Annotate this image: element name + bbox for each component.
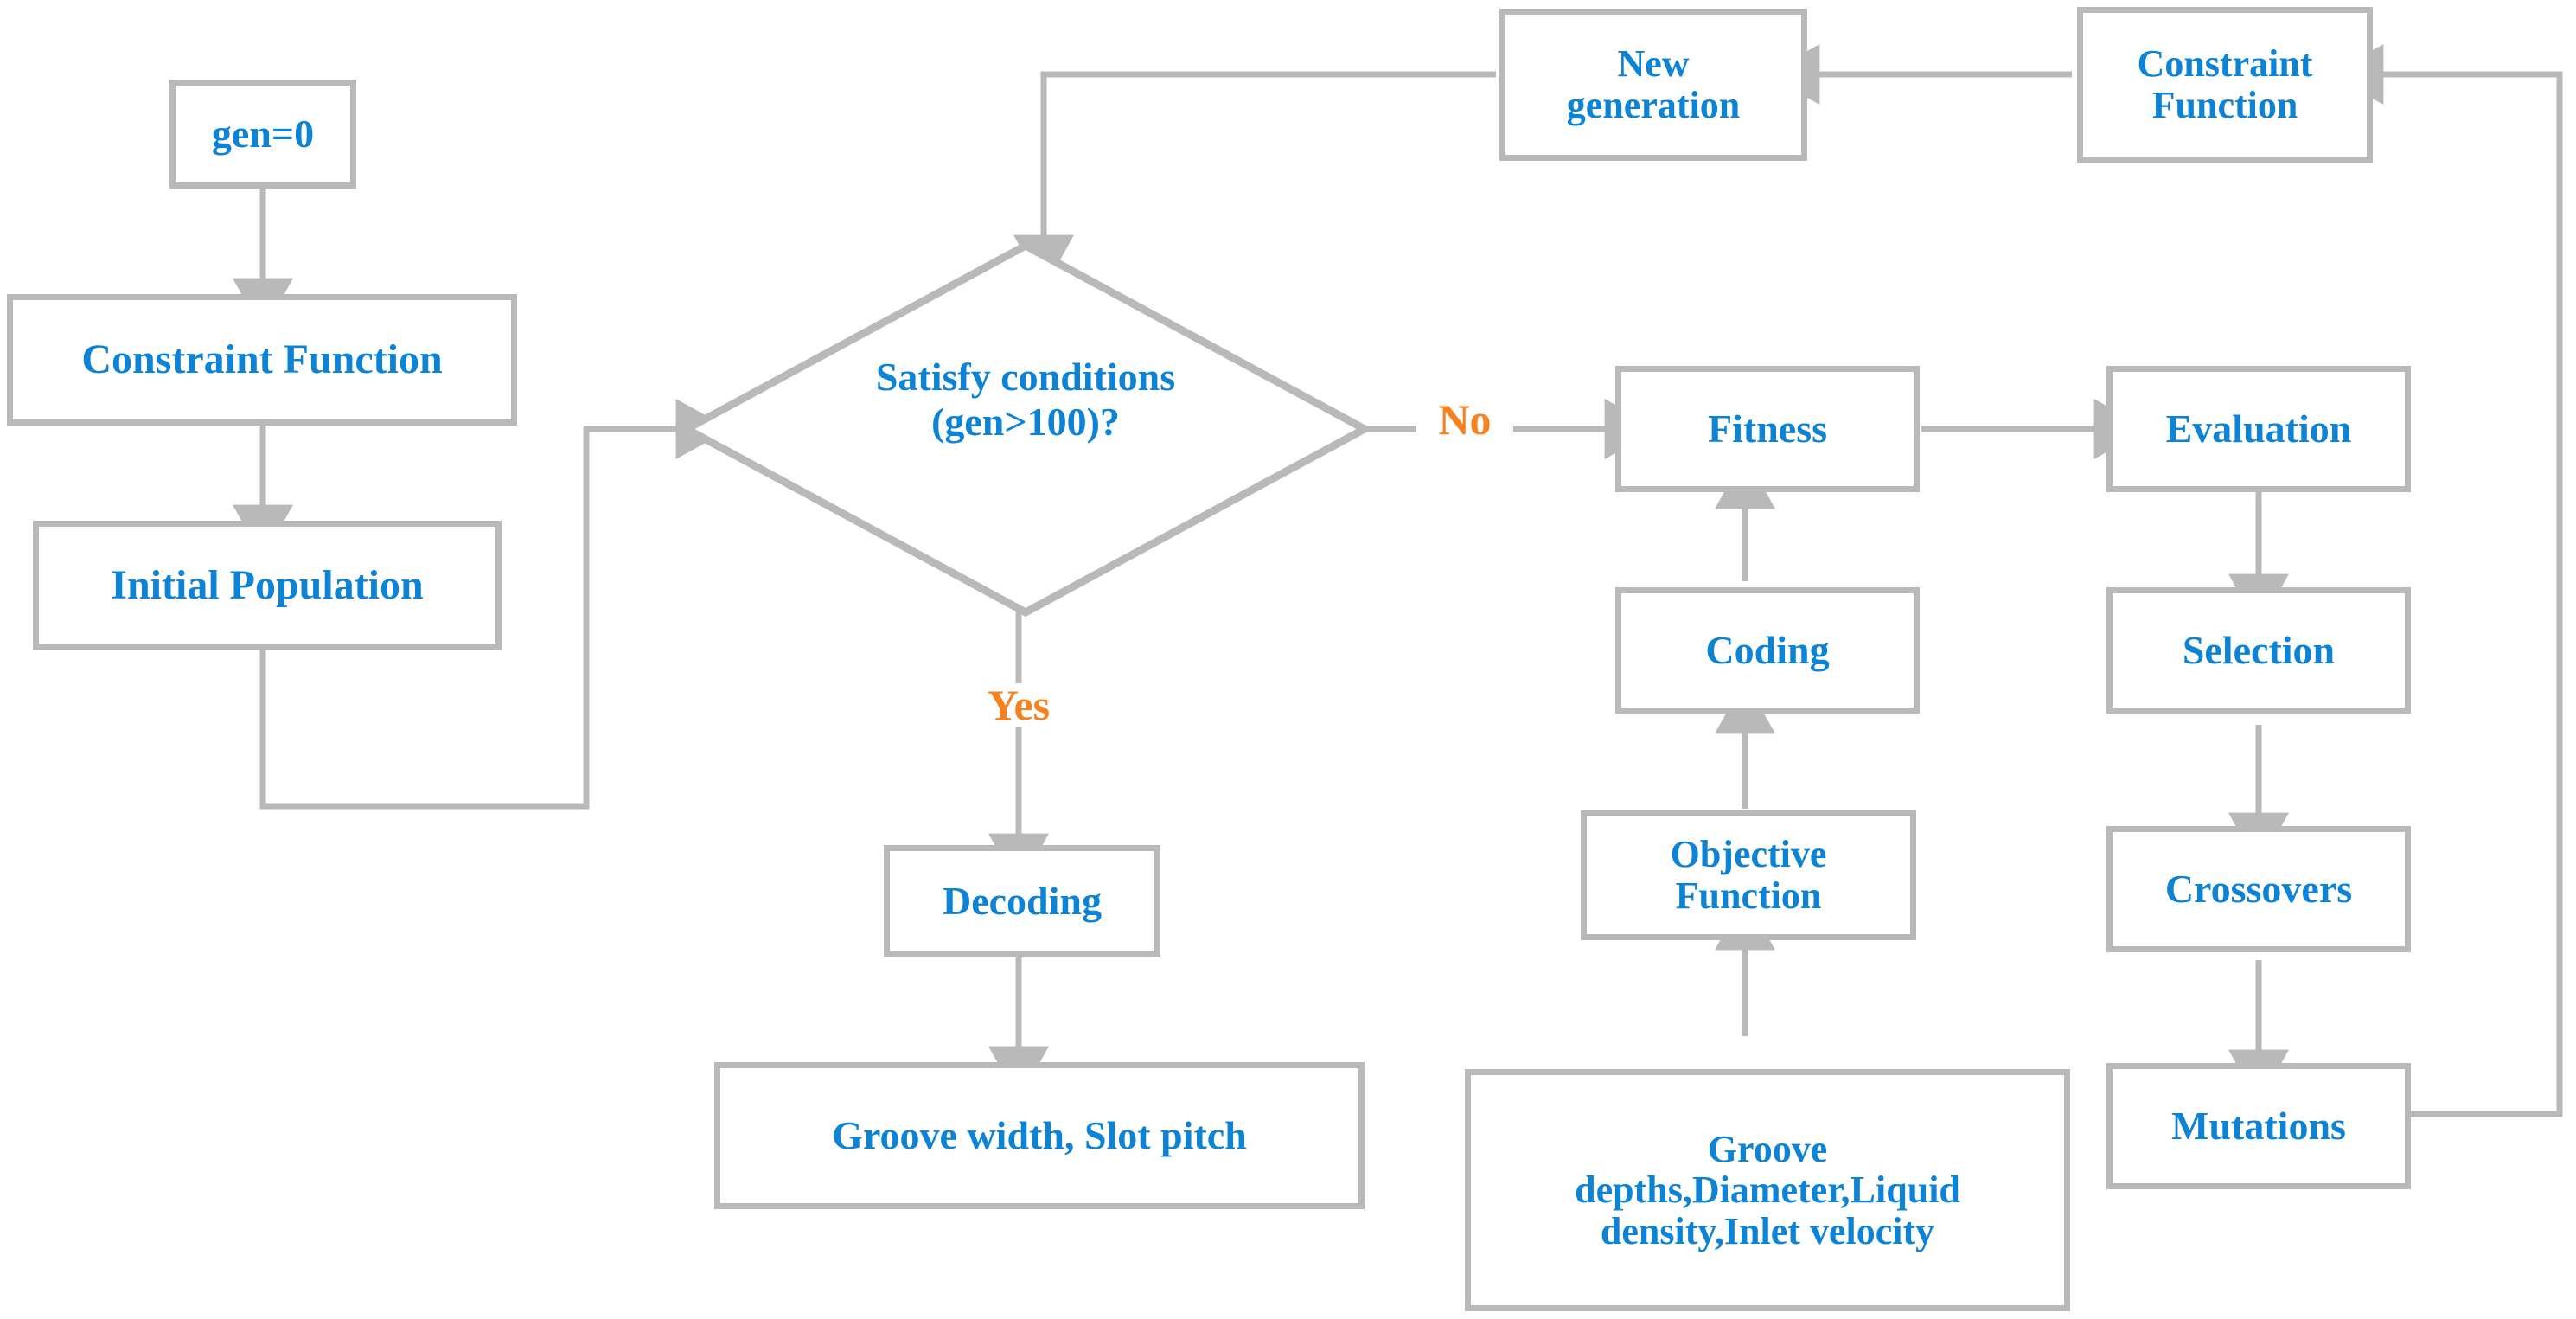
node-decision-label: Satisfy conditions (gen>100)? <box>875 355 1176 444</box>
node-objective-function-label: Objective Function <box>1670 833 1827 917</box>
node-constraint-function-top-label: Constraint Function <box>2137 42 2313 126</box>
node-constraint-function-left[interactable]: Constraint Function <box>7 294 517 426</box>
node-design-variables-label: Groove depths,Diameter,Liquid density,In… <box>1575 1127 1960 1252</box>
node-new-generation[interactable]: New generation <box>1499 9 1807 161</box>
node-decoding-label: Decoding <box>943 879 1102 924</box>
node-fitness-label: Fitness <box>1708 407 1827 451</box>
node-crossovers[interactable]: Crossovers <box>2106 826 2411 952</box>
node-coding-label: Coding <box>1705 628 1830 673</box>
edge-new-generation-to-decision <box>1013 71 1496 290</box>
node-selection[interactable]: Selection <box>2106 587 2411 714</box>
node-design-variables[interactable]: Groove depths,Diameter,Liquid density,In… <box>1465 1069 2070 1311</box>
node-objective-function[interactable]: Objective Function <box>1581 810 1916 940</box>
node-evaluation[interactable]: Evaluation <box>2106 366 2411 492</box>
node-constraint-function-left-label: Constraint Function <box>81 336 443 383</box>
node-new-generation-label: New generation <box>1566 42 1741 126</box>
node-selection-label: Selection <box>2182 628 2336 673</box>
node-decoding[interactable]: Decoding <box>884 845 1160 957</box>
node-initial-population-label: Initial Population <box>111 562 424 609</box>
edge-label-no: No <box>1416 398 1513 441</box>
node-gen-init[interactable]: gen=0 <box>169 80 356 189</box>
node-crossovers-label: Crossovers <box>2164 867 2353 912</box>
node-fitness[interactable]: Fitness <box>1615 366 1920 492</box>
node-mutations-label: Mutations <box>2171 1104 2346 1149</box>
node-evaluation-label: Evaluation <box>2165 407 2352 451</box>
node-constraint-function-top[interactable]: Constraint Function <box>2077 7 2373 163</box>
node-groove-width-slot-pitch-label: Groove width, Slot pitch <box>832 1113 1247 1158</box>
node-mutations[interactable]: Mutations <box>2106 1063 2411 1189</box>
node-gen-init-label: gen=0 <box>211 112 315 157</box>
node-coding[interactable]: Coding <box>1615 587 1920 714</box>
node-groove-width-slot-pitch[interactable]: Groove width, Slot pitch <box>714 1062 1365 1209</box>
edge-label-yes: Yes <box>962 683 1076 727</box>
node-decision-shape[interactable] <box>680 239 1371 619</box>
node-initial-population[interactable]: Initial Population <box>33 521 502 650</box>
